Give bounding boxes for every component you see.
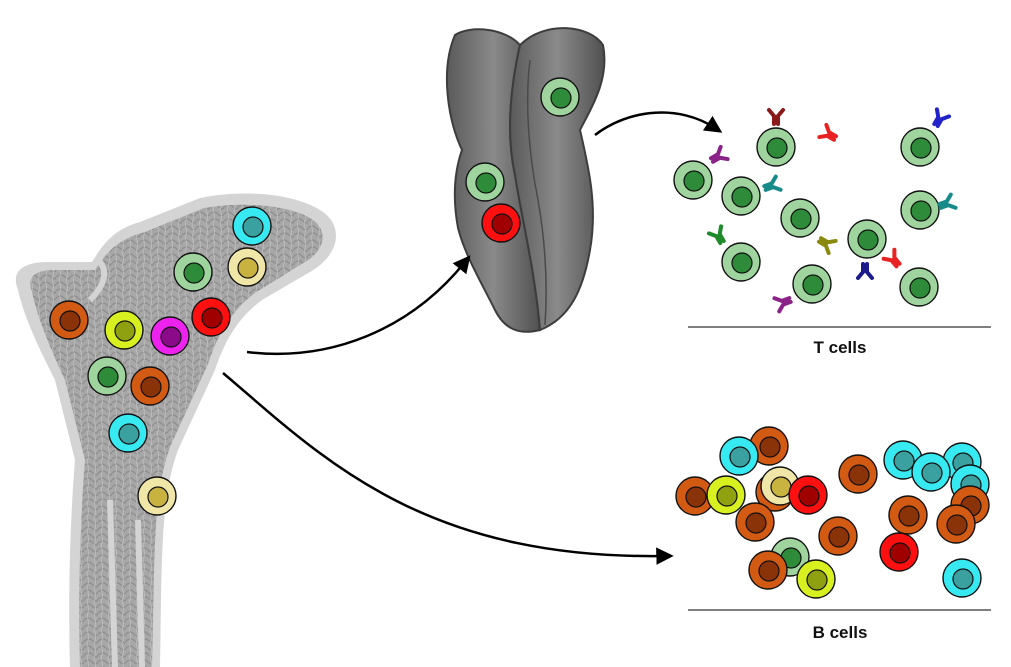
t-cell-receptor-icon bbox=[762, 174, 783, 192]
t-cell-receptor-icon bbox=[881, 247, 902, 269]
t-cell bbox=[900, 190, 940, 230]
bone-marrow-cell bbox=[191, 297, 231, 337]
thymus-cell bbox=[465, 162, 505, 202]
bone-marrow-cell bbox=[130, 366, 170, 406]
thymus-right-lobe bbox=[509, 27, 606, 332]
b-cell bbox=[748, 550, 788, 590]
t-cell-receptor-icon bbox=[856, 262, 874, 280]
b-cell bbox=[706, 475, 746, 515]
b-cell bbox=[911, 452, 951, 492]
bone-marrow-cell bbox=[104, 310, 144, 350]
bone-marrow-cell bbox=[173, 252, 213, 292]
b-cell bbox=[879, 532, 919, 572]
t-cell bbox=[721, 242, 761, 282]
b-cell bbox=[838, 454, 878, 494]
bone-marrow-cell bbox=[227, 247, 267, 287]
t-cell bbox=[900, 127, 940, 167]
b-cell bbox=[888, 495, 928, 535]
bone-marrow-cell bbox=[49, 300, 89, 340]
arrow-bone-to-thymus bbox=[246, 255, 471, 356]
arrow-bone-to-bcells bbox=[222, 372, 674, 565]
b-cell bbox=[749, 426, 789, 466]
b-cell bbox=[818, 516, 858, 556]
t-cell bbox=[792, 264, 832, 304]
t-cell-receptor-icon bbox=[706, 224, 726, 245]
t-cell-receptor-icon bbox=[932, 107, 952, 128]
t-cell-receptor-icon bbox=[772, 296, 793, 314]
t-cell-receptor-icon bbox=[709, 144, 730, 164]
b-cell bbox=[788, 475, 828, 515]
t-cell-receptor-icon bbox=[817, 236, 838, 256]
bone-marrow-cell bbox=[87, 356, 127, 396]
t-cell bbox=[899, 267, 939, 307]
cells-layer bbox=[49, 77, 990, 599]
bone-marrow-cell bbox=[232, 206, 272, 246]
t-cell bbox=[721, 176, 761, 216]
bone-marrow-illustration bbox=[16, 193, 336, 667]
t-cell-receptor-icon bbox=[817, 122, 838, 142]
b-cell bbox=[796, 559, 836, 599]
t-cell-receptor-icon bbox=[937, 192, 958, 210]
b-cell bbox=[735, 502, 775, 542]
b-cell bbox=[936, 504, 976, 544]
bone-marrow-cell bbox=[150, 316, 190, 356]
b-cells-label: B cells bbox=[812, 623, 868, 642]
t-cell bbox=[780, 198, 820, 238]
t-cell bbox=[847, 219, 887, 259]
arrow-thymus-to-tcells bbox=[594, 111, 723, 136]
bone-marrow-cell bbox=[108, 413, 148, 453]
bone-marrow-cell bbox=[137, 476, 177, 516]
b-cell bbox=[719, 436, 759, 476]
thymus-cell bbox=[481, 203, 521, 243]
b-cell bbox=[942, 558, 982, 598]
thymus-cell bbox=[540, 77, 580, 117]
b-cell bbox=[675, 476, 715, 516]
t-cells-label: T cells bbox=[813, 338, 867, 357]
t-cell bbox=[756, 127, 796, 167]
bone-marrow bbox=[30, 204, 323, 667]
arrows bbox=[222, 111, 723, 565]
t-cell-receptor-icon bbox=[767, 108, 785, 126]
t-cell bbox=[673, 160, 713, 200]
